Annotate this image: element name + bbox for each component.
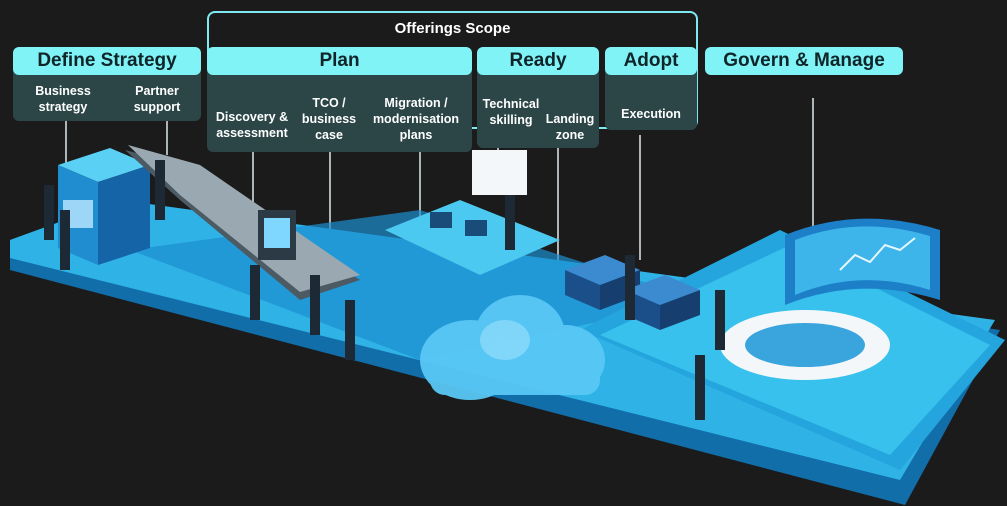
adopt-pill: Adopt [605,47,697,75]
execution-label: Execution [621,107,681,121]
plan-panel [207,60,472,152]
office-area [385,150,560,275]
govern-manage-pill: Govern & Manage [705,47,903,75]
plan-pill: Plan [207,47,472,75]
meeting-room [720,218,940,380]
strategy-cabinet [58,148,150,265]
define-strategy-pill: Define Strategy [13,47,201,75]
conveyor [125,145,360,300]
offerings-scope-title: Offerings Scope [394,20,511,37]
ready-pill: Ready [477,47,599,75]
partner-support-label: Partner support [133,84,181,114]
landing-zone-label: Landing zone [545,112,595,142]
people [44,160,725,420]
tco-business-case-label: TCO / business case [301,96,357,142]
migration-modernisation-plans-label: Migration / modernisation plans [372,96,460,142]
business-strategy-label: Business strategy [35,84,91,114]
discovery-assessment-label: Discovery & assessment [215,110,289,140]
technical-skilling-label: Technical skilling [482,97,540,127]
cloud-highlight [480,320,530,360]
